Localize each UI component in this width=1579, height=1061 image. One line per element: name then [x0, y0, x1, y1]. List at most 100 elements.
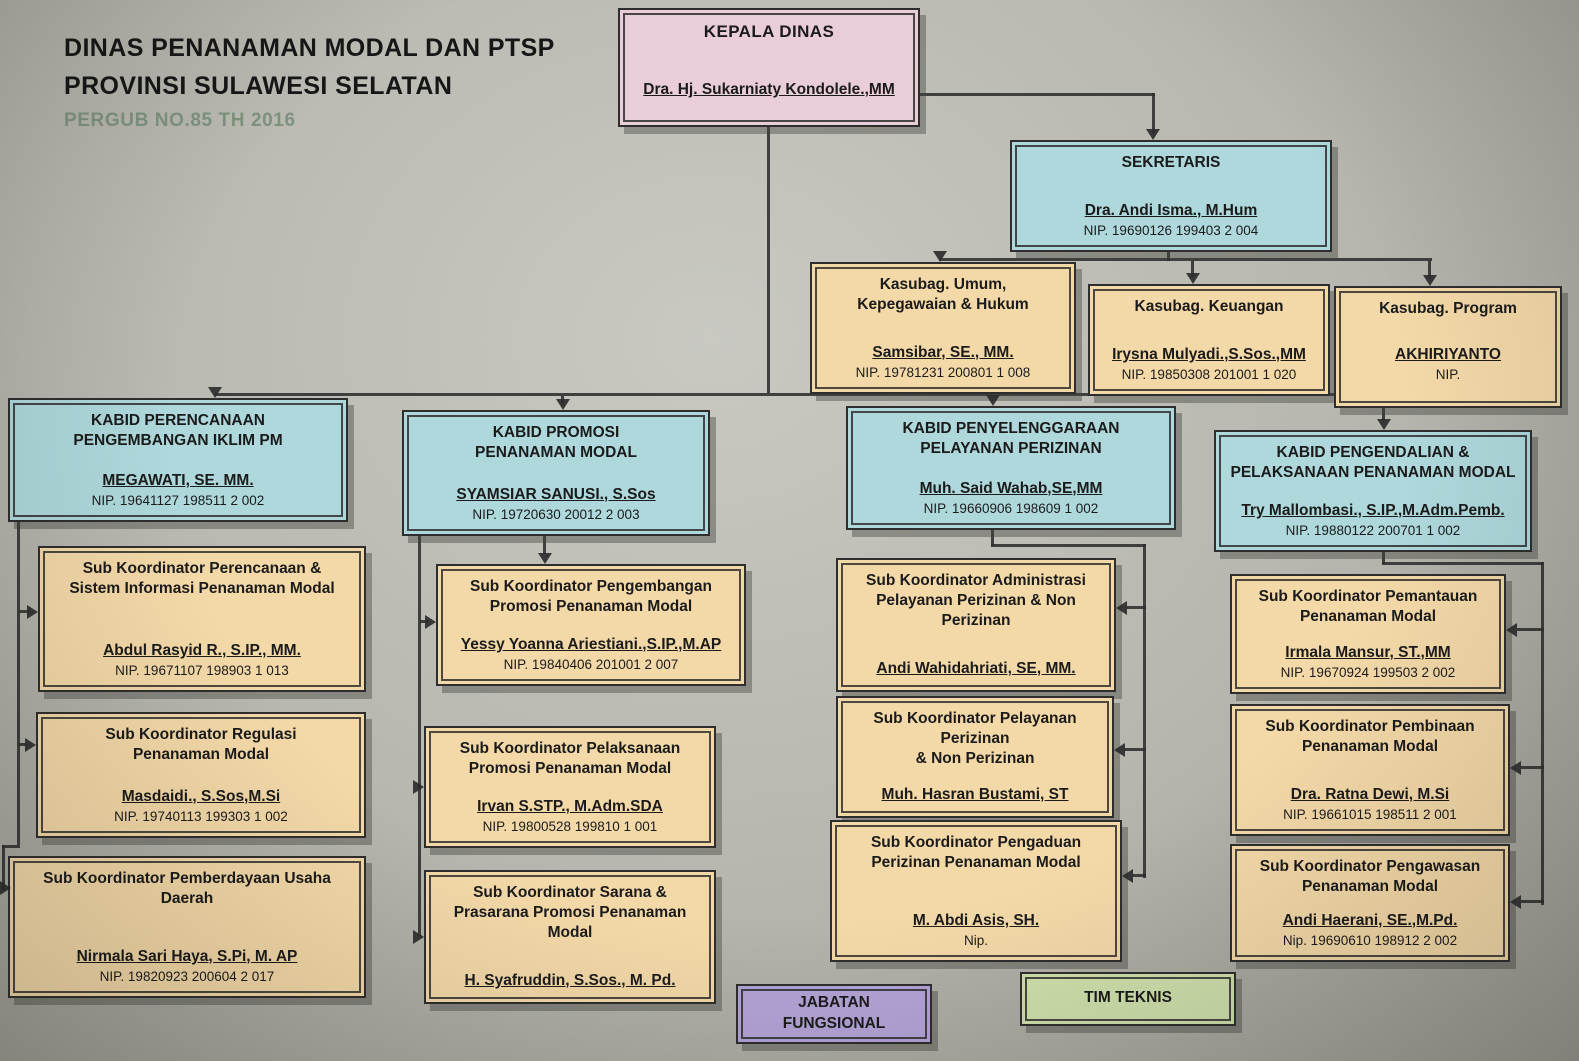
connector-line [19, 610, 29, 613]
org-box-sub-perencanaan-si: Sub Koordinator Perencanaan & Sistem Inf… [38, 546, 366, 692]
connector-line [420, 620, 428, 623]
arrow-left-icon [1114, 743, 1125, 757]
person-name: Nirmala Sari Haya, S.Pi, M. AP [76, 947, 298, 965]
org-box-sub-pelaksanaan-promosi: Sub Koordinator Pelaksanaan Promosi Pena… [424, 726, 716, 848]
arrow-left-icon [1122, 869, 1133, 883]
person-name: Dra. Ratna Dewi, M.Si [1290, 785, 1450, 803]
arrow-left-icon [1506, 623, 1517, 637]
connector-line [1521, 900, 1544, 903]
arrow-right-icon [27, 605, 38, 619]
org-box-kabid-penyelenggaraan: KABID PENYELENGGARAAN PELAYANAN PERIZINA… [846, 406, 1176, 530]
connector-line [1382, 396, 1385, 421]
org-box-sub-pengembangan-promosi: Sub Koordinator Pengembangan Promosi Pen… [436, 564, 746, 686]
org-box-sub-pemantauan: Sub Koordinator Pemantauan Penanaman Mod… [1230, 574, 1506, 694]
connector-line [920, 93, 1155, 96]
connector-line [1126, 606, 1146, 609]
org-box-kasubag-program: Kasubag. Program AKHIRIYANTO NIP. [1334, 286, 1562, 408]
person-nip: NIP. 19641127 198511 2 002 [91, 493, 265, 508]
box-title: Kasubag. Keuangan [1134, 298, 1284, 315]
box-title: KABID PERENCANAAN PENGEMBANGAN IKLIM PM [73, 412, 283, 450]
person-nip: NIP. 19850308 201001 1 020 [1121, 367, 1297, 382]
org-box-sub-sarana-prasarana: Sub Koordinator Sarana & Prasarana Promo… [424, 870, 716, 1004]
box-title: Sub Koordinator Sarana & Prasarana Promo… [453, 884, 687, 942]
org-box-sekretaris: SEKRETARIS Dra. Andi Isma., M.Hum NIP. 1… [1010, 140, 1332, 252]
page-title-line2: PROVINSI SULAWESI SELATAN [64, 71, 453, 100]
connector-line [1132, 874, 1146, 877]
connector-line [1521, 766, 1544, 769]
person-nip: NIP. [1435, 367, 1461, 382]
box-title: SEKRETARIS [1121, 154, 1221, 171]
org-box-sub-administrasi-pelayanan: Sub Koordinator Administrasi Pelayanan P… [836, 558, 1116, 692]
box-title: Kasubag. Umum, Kepegawaian & Hukum [857, 276, 1029, 314]
connector-line [2, 845, 20, 848]
person-nip: Nip. 19690610 198912 2 002 [1282, 933, 1458, 948]
org-box-tim-teknis: TIM TEKNIS [1020, 972, 1236, 1026]
page-title-line1: DINAS PENANAMAN MODAL DAN PTSP [64, 34, 555, 62]
person-name: MEGAWATI, SE. MM. [102, 471, 254, 489]
arrow-right-icon [0, 881, 11, 895]
arrow-down-icon [1146, 129, 1160, 140]
person-name: Masdaidi., S.Sos,M.Si [121, 787, 281, 805]
connector-line [1152, 93, 1155, 133]
connector-line [1382, 562, 1544, 565]
org-box-kasubag-keuangan: Kasubag. Keuangan Irysna Mulyadi.,S.Sos.… [1088, 284, 1330, 396]
connector-line [1167, 252, 1170, 261]
person-name: H. Syafruddin, S.Sos., M. Pd. [464, 971, 676, 989]
box-title: Sub Koordinator Administrasi Pelayanan P… [866, 572, 1086, 630]
connector-line [1143, 544, 1146, 878]
person-name: Muh. Hasran Bustami, ST [881, 785, 1069, 803]
connector-line [2, 845, 5, 890]
org-box-sub-pemberdayaan: Sub Koordinator Pemberdayaan Usaha Daera… [8, 856, 366, 998]
arrow-left-icon [1510, 761, 1521, 775]
box-title: Sub Koordinator Pengaduan Perizinan Pena… [870, 834, 1082, 872]
org-box-kabid-pengendalian: KABID PENGENDALIAN & PELAKSANAAN PENANAM… [1214, 430, 1532, 552]
connector-line [418, 536, 421, 937]
person-name: Yessy Yoanna Ariestiani.,S.IP.,M.AP [460, 635, 722, 653]
person-nip: NIP. 19880122 200701 1 002 [1285, 523, 1461, 538]
person-nip: NIP. 19671107 198903 1 013 [115, 663, 289, 678]
person-name: Dra. Andi Isma., M.Hum [1084, 201, 1258, 219]
connector-line [1191, 261, 1194, 277]
person-nip: NIP. 19670924 199503 2 002 [1280, 665, 1456, 680]
org-box-sub-regulasi: Sub Koordinator Regulasi Penanaman Modal… [36, 712, 366, 838]
person-nip: NIP. 19740113 199303 1 002 [114, 809, 288, 824]
connector-line [19, 743, 27, 746]
connector-line [1382, 552, 1385, 564]
org-box-sub-pembinaan: Sub Koordinator Pembinaan Penanaman Moda… [1230, 704, 1510, 836]
box-title: Sub Koordinator Pelayanan Perizinan & No… [873, 710, 1077, 768]
org-box-jabatan-fungsional: JABATAN FUNGSIONAL [736, 984, 932, 1044]
person-name: M. Abdi Asis, SH. [912, 911, 1040, 929]
box-title: KABID PROMOSI PENANAMAN MODAL [475, 424, 637, 462]
arrow-right-icon [413, 930, 424, 944]
connector-line [543, 536, 546, 554]
person-name: Irysna Mulyadi.,S.Sos.,MM [1112, 345, 1306, 363]
connector-line [17, 522, 20, 845]
connector-line [940, 258, 1432, 261]
person-nip: Nip. [963, 933, 988, 948]
person-name: Andi Haerani, SE.,M.Pd. [1282, 911, 1458, 929]
person-name: Samsibar, SE., MM. [872, 343, 1014, 361]
page-subtitle: PERGUB NO.85 TH 2016 [64, 110, 296, 131]
org-box-sub-pelayanan-perizinan: Sub Koordinator Pelayanan Perizinan & No… [836, 696, 1114, 818]
box-title: Sub Koordinator Pembinaan Penanaman Moda… [1265, 718, 1475, 756]
box-title: KEPALA DINAS [703, 22, 835, 41]
box-title: TIM TEKNIS [1084, 989, 1172, 1007]
box-title: Sub Koordinator Pelaksanaan Promosi Pena… [459, 740, 681, 778]
arrow-down-icon [556, 399, 570, 410]
connector-line [991, 530, 994, 546]
chart-header: DINAS PENANAMAN MODAL DAN PTSP PROVINSI … [64, 30, 555, 132]
person-nip: NIP. 19660906 198609 1 002 [923, 501, 1099, 516]
box-title: Sub Koordinator Pengawasan Penanaman Mod… [1259, 858, 1481, 896]
connector-line [1428, 261, 1431, 279]
arrow-down-icon [208, 387, 222, 398]
person-name: Dra. Hj. Sukarniaty Kondolele.,MM [643, 80, 895, 98]
connector-line [991, 544, 1146, 547]
person-name: AKHIRIYANTO [1395, 345, 1501, 363]
org-box-kabid-promosi: KABID PROMOSI PENANAMAN MODAL SYAMSIAR S… [402, 410, 710, 536]
org-box-kabid-perencanaan: KABID PERENCANAAN PENGEMBANGAN IKLIM PM … [8, 398, 348, 522]
arrow-left-icon [1510, 895, 1521, 909]
arrow-right-icon [413, 780, 424, 794]
arrow-down-icon [1377, 419, 1391, 430]
box-title: Sub Koordinator Perencanaan & Sistem Inf… [69, 560, 335, 598]
